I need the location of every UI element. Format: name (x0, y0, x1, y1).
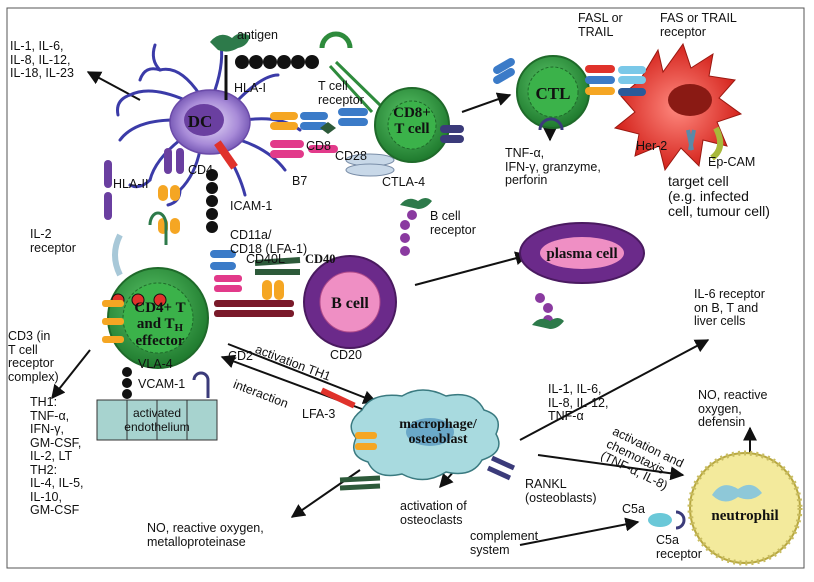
lfa3-label: LFA-3 (302, 407, 336, 421)
neutrophil-label: neutrophil (711, 508, 778, 524)
vcam1-label: VCAM-1 (138, 377, 186, 391)
arrow-activation (227, 343, 378, 404)
ctl-label: CTL (536, 84, 571, 103)
cd8-line2: T cell (394, 121, 429, 137)
hla1-label: HLA-I (234, 81, 266, 95)
dc-cytokines-label: IL-1, IL-6, IL-8, IL-12, IL-18, IL-23 (10, 39, 74, 80)
cd2-label: CD2 (228, 349, 254, 363)
arrow-cd8-ctl (461, 92, 512, 113)
il2r-label: IL-2 receptor (30, 227, 76, 255)
macrophage-label: macrophage/osteoblast (399, 417, 478, 447)
cd4-receptors (102, 160, 301, 343)
tcr-label: T cell receptor (318, 79, 364, 107)
b-cell-label: B cell (331, 295, 369, 312)
arrow-dc-cytokines (86, 71, 141, 101)
arrow-bcell-plasma (414, 251, 530, 286)
cd40l-label: CD40L (246, 252, 285, 266)
il6r-label: IL-6 receptor on B, T and liver cells (694, 287, 765, 328)
target-cell (613, 42, 743, 172)
macrophage-cell (320, 387, 516, 491)
antigen-tcr-complex (210, 31, 382, 114)
no-mac-label: NO, reactive oxygen, metalloproteinase (147, 521, 264, 549)
arrow-complement (519, 517, 640, 546)
mac-cytokines-label: IL-1, IL-6, IL-8, IL-12, TNF-α (548, 382, 609, 423)
cd40-label: CD40 (305, 252, 336, 266)
no-neutrophil-label: NO, reactive oxygen, defensin (698, 388, 768, 429)
complement-label: complement system (470, 529, 539, 557)
cd8-receptor-label: CD8 (306, 139, 332, 153)
cd4-receptor-label: CD4 (188, 163, 214, 177)
cd3-label: CD3 (in T cell receptor complex) (8, 329, 59, 384)
neutrophil-cell (648, 450, 803, 566)
cd11a-label: CD11a/ CD18 (LFA-1) (230, 228, 308, 256)
cd28-label: CD28 (335, 149, 367, 163)
vla4-label: VLA-4 (138, 357, 173, 371)
cd8-t-cell (374, 87, 450, 163)
ctl-products-label: TNF-α, IFN-γ, granzyme, perforin (505, 146, 601, 187)
ctla4-label: CTLA-4 (382, 175, 426, 189)
plasma-cell-label: plasma cell (546, 246, 617, 262)
rankl-label: RANKL (osteoblasts) (525, 477, 597, 505)
fas-label: FAS or TRAIL receptor (660, 11, 737, 39)
fasl-label: FASL or TRAIL (578, 11, 623, 39)
cd20-label: CD20 (330, 348, 362, 362)
her2-label: Her-2 (636, 139, 668, 153)
epcam-label: Ep-CAM (708, 155, 756, 169)
antigen-label: antigen (237, 28, 279, 42)
ctl-cell (493, 55, 615, 131)
th-cytokines-label: TH1: TNF-α, IFN-γ, GM-CSF, IL-2, LT TH2:… (30, 395, 84, 517)
b7-label: B7 (292, 174, 308, 188)
cd8-side-receptors (440, 125, 464, 143)
bcr-label: B cell receptor (430, 209, 476, 237)
icam1-label: ICAM-1 (230, 199, 273, 213)
c5a-label: C5a (622, 502, 645, 516)
hla2-receptor (164, 148, 184, 174)
dc-label: DC (188, 112, 213, 131)
c5a-receptor-label: C5a receptor (656, 533, 702, 561)
arrow-mac-neutrophil (537, 454, 685, 481)
cd4-t-cell (107, 267, 209, 369)
hla2-label: HLA-II (113, 177, 149, 191)
bcr-receptor (400, 198, 432, 256)
plasma-cell (519, 222, 645, 329)
osteoclasts-label: activation of osteoclasts (400, 499, 467, 527)
target-cell-label: target cell (e.g. infected cell, tumour … (668, 173, 770, 219)
b-cell (303, 255, 397, 349)
cd8-label: CD8+T cell (393, 105, 431, 137)
hla-bar (214, 140, 238, 170)
arrow-cd4-cytokines (51, 349, 91, 400)
endothelium (96, 367, 218, 441)
arrow-mac-il6r (519, 339, 710, 441)
frame (6, 7, 805, 569)
cd8-line1: CD8+ (393, 105, 431, 121)
